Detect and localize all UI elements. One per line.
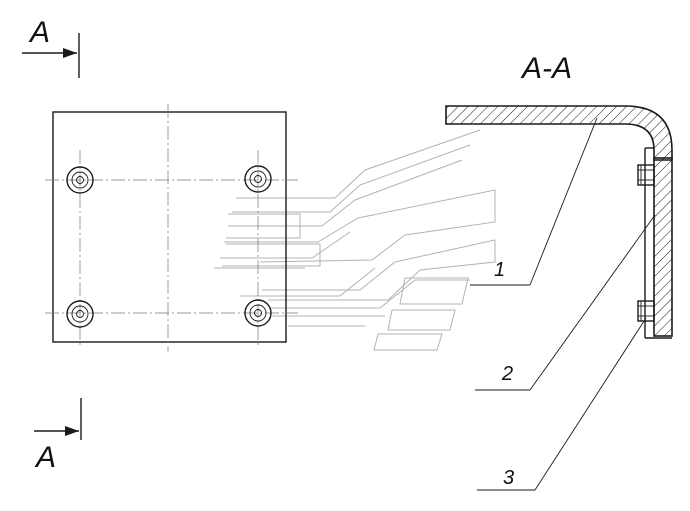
section-side-plate <box>644 147 673 339</box>
mounting-hole <box>244 299 272 327</box>
callout-label-3: 3 <box>503 467 514 489</box>
view-marker-bottom: A <box>34 441 56 474</box>
callout-label-1: 1 <box>494 259 505 281</box>
fastener-top <box>637 164 655 186</box>
callout-1: 1 <box>470 117 598 286</box>
callout-label-2: 2 <box>501 363 513 385</box>
fastener-bottom <box>637 300 655 322</box>
mounting-hole <box>244 165 272 193</box>
view-marker-top: A <box>28 16 50 49</box>
watermark-logo <box>214 129 496 351</box>
callout-3: 3 <box>477 317 647 491</box>
mounting-hole <box>66 300 94 328</box>
section-title: A-A <box>520 52 572 85</box>
section-cut-top: A <box>22 16 80 78</box>
mounting-hole <box>66 166 94 194</box>
callout-2: 2 <box>475 214 656 391</box>
section-bracket-profile <box>445 105 673 161</box>
section-cut-bottom: A <box>34 398 82 474</box>
front-view-plate <box>45 104 298 352</box>
